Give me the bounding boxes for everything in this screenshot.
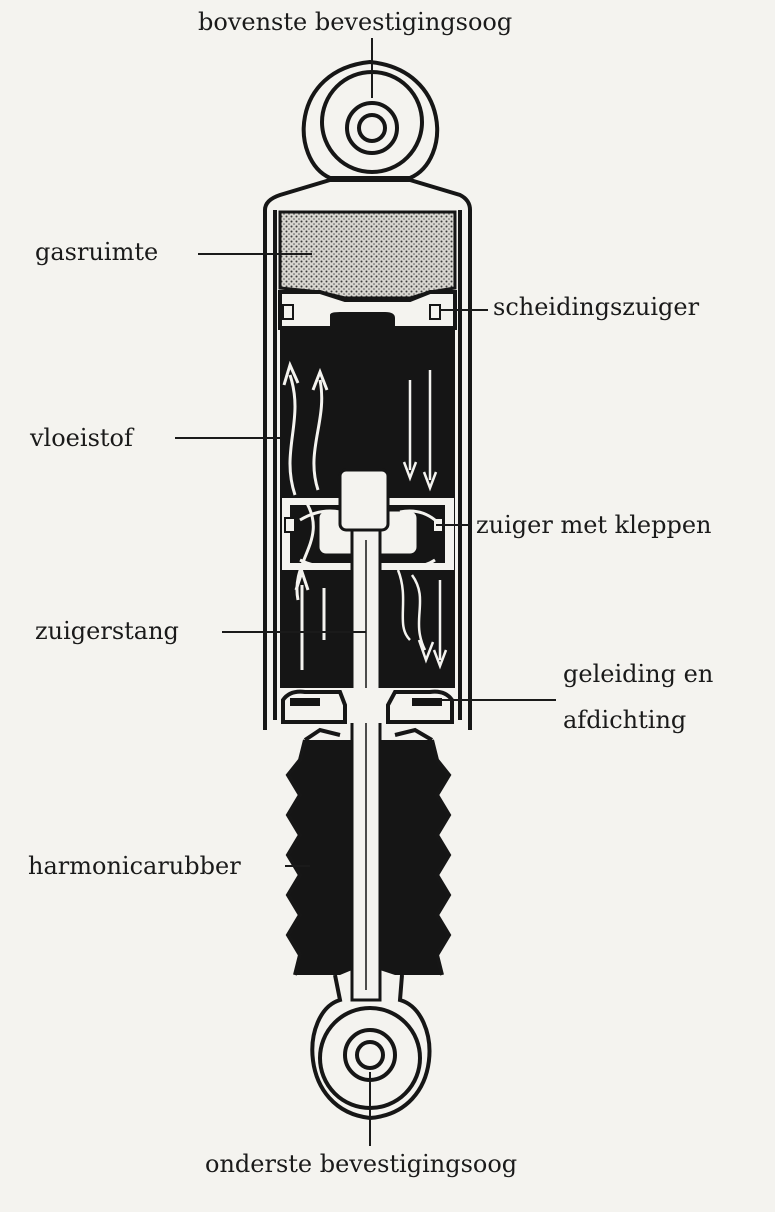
label-piston-valves: zuiger met kleppen [476, 511, 712, 539]
top-mounting-eye [301, 59, 440, 180]
cylinder-body [263, 178, 472, 730]
label-guide-seal-2: afdichting [563, 706, 687, 734]
label-separating-piston: scheidingszuiger [493, 293, 700, 321]
label-bottom-eye: onderste bevestigingsoog [205, 1150, 518, 1178]
label-piston-rod: zuigerstang [35, 617, 179, 645]
label-top-eye: bovenste bevestigingsoog [198, 8, 513, 36]
label-fluid: vloeistof [30, 424, 133, 452]
label-gas-space: gasruimte [35, 238, 159, 266]
guide-and-seal [278, 688, 458, 724]
piston-rod [338, 468, 390, 1002]
label-bellows: harmonicarubber [28, 852, 241, 880]
label-guide-seal-1: geleiding en [563, 660, 714, 688]
leader-lines [175, 38, 556, 1146]
flow-arrows [282, 360, 448, 670]
bellows [285, 727, 452, 976]
